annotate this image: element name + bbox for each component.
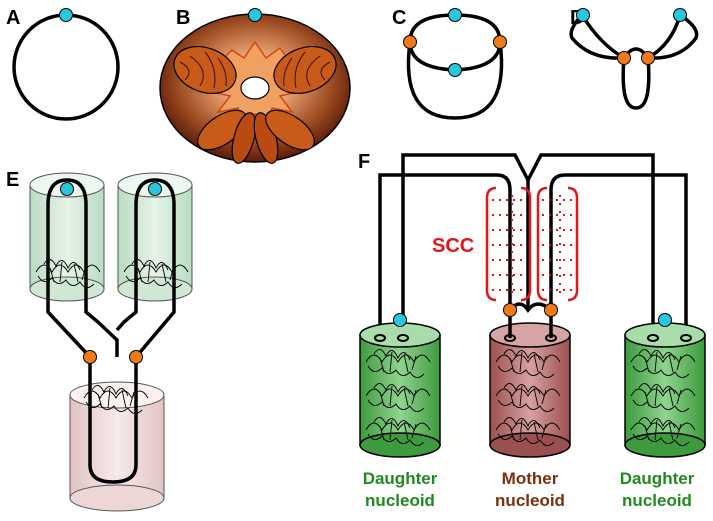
panel-label-c: C <box>392 7 406 29</box>
replication-fork-marker <box>403 35 417 49</box>
origin-marker <box>393 313 407 327</box>
panel-label-f: F <box>358 151 370 173</box>
dna-strands-f <box>378 153 688 338</box>
daughter-nucleoid-right <box>624 322 706 458</box>
replication-fork-marker <box>493 35 507 49</box>
origin-marker <box>248 8 262 22</box>
panel-label-b: B <box>176 7 190 29</box>
caption-middle-line1: Mother <box>502 469 559 488</box>
origin-marker <box>673 8 687 22</box>
panel-label-e: E <box>6 169 19 191</box>
panel-label-a: A <box>6 7 20 29</box>
chromatin-domain <box>35 259 189 414</box>
daughter-nucleoid-left <box>359 322 441 458</box>
caption-middle-line2: nucleoid <box>495 491 565 510</box>
scc-label: SCC <box>432 235 474 257</box>
scc-cohesion-region <box>485 186 579 302</box>
replication-fork-marker <box>544 303 558 317</box>
dna-strands-e <box>46 178 176 484</box>
chromatin-domains-f <box>365 349 696 446</box>
theta-structure <box>569 12 699 110</box>
compacted-nucleoid-disc <box>159 13 351 164</box>
caption-right-line2: nucleoid <box>622 491 692 510</box>
replication-fork-marker <box>129 350 143 364</box>
caption-left-line2: nucleoid <box>365 491 435 510</box>
origin-marker <box>59 8 73 22</box>
replication-fork-marker <box>617 51 631 65</box>
origin-marker <box>448 63 462 77</box>
circular-dna-ring <box>12 13 120 121</box>
caption-right-line1: Daughter <box>620 469 695 488</box>
replication-fork-marker <box>503 303 517 317</box>
replication-fork-marker <box>641 51 655 65</box>
mother-cylinder <box>69 381 165 512</box>
origin-marker <box>448 8 462 22</box>
origin-marker <box>148 182 162 196</box>
caption-left-line1: Daughter <box>363 469 438 488</box>
origin-marker <box>658 313 672 327</box>
mother-nucleoid <box>489 322 571 458</box>
replication-fork-marker <box>83 350 97 364</box>
origin-marker <box>60 182 74 196</box>
origin-marker <box>576 8 590 22</box>
